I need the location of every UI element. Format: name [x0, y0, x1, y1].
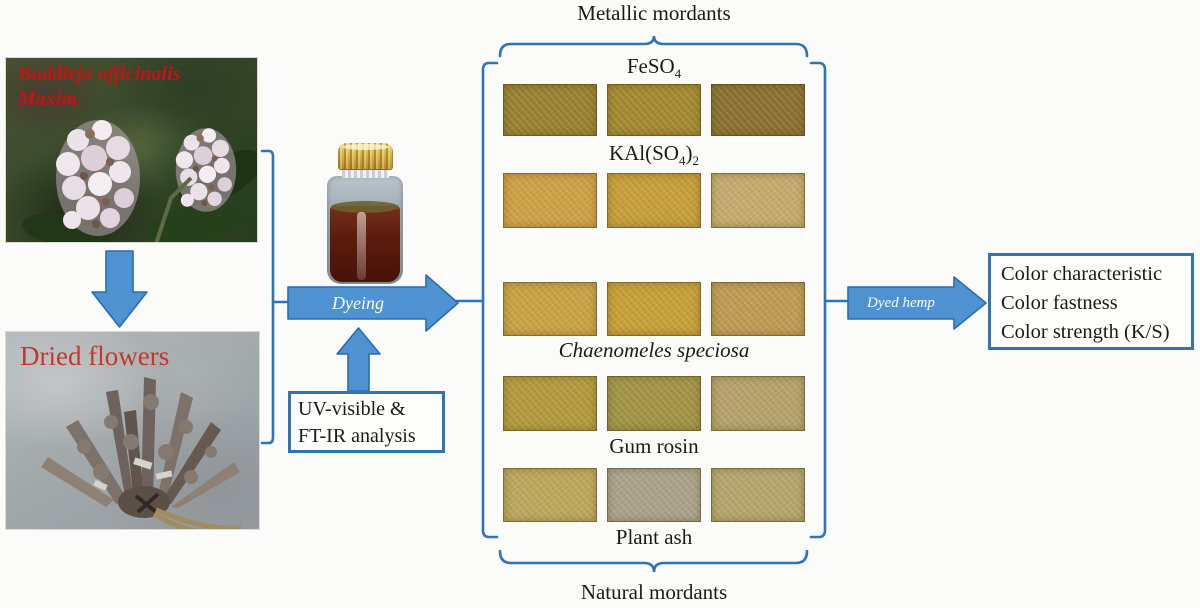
swatch-gum-rosin-2	[607, 376, 701, 431]
species-name: Buddleja officinalis	[18, 63, 181, 85]
panel-bracket-left	[481, 61, 499, 539]
panel-bracket-right	[809, 61, 827, 539]
bottle-neck	[342, 169, 389, 178]
feso4-base: FeSO	[626, 54, 675, 78]
swatch-feso4-2	[607, 84, 701, 136]
result-line-3: Color strength (K/S)	[1001, 321, 1170, 343]
fresh-flowers-caption: Buddleja officinalis Maxim.	[18, 62, 180, 112]
swatch-plant-ash-2	[607, 468, 701, 522]
natural-mordants-brace	[498, 549, 809, 573]
mordant-label-kal: KAl(SO4)2	[483, 141, 825, 169]
bottle-glass	[327, 176, 403, 284]
metallic-mordants-brace	[498, 35, 809, 58]
species-authority: Maxim.	[18, 88, 82, 110]
result-line-1: Color characteristic	[1001, 263, 1163, 285]
kal-s2: 2	[692, 153, 700, 169]
swatch-kal-2	[607, 173, 701, 228]
feso4-sub: 4	[674, 66, 682, 82]
swatch-plant-ash-3	[711, 468, 805, 522]
dye-extract-bottle	[325, 143, 405, 284]
dyed-hemp-arrow-label: Dyed hemp	[867, 294, 935, 311]
down-arrow-icon	[91, 250, 148, 328]
analysis-line-2: FT-IR analysis	[298, 425, 416, 447]
photos-bracket	[260, 149, 275, 445]
swatch-feso4-3	[711, 84, 805, 136]
result-line-2: Color fastness	[1001, 292, 1118, 314]
up-arrow-icon	[336, 327, 381, 392]
dried-flowers-photo: Dried flowers	[5, 331, 260, 530]
glass-highlight	[357, 212, 366, 280]
results-box: Color characteristic Color fastness Colo…	[988, 253, 1194, 350]
kal-p2: )	[685, 141, 693, 165]
mordant-label-gum-rosin: Gum rosin	[609, 434, 699, 458]
kal-s1: 4	[678, 153, 686, 169]
analysis-line-1: UV-visible &	[298, 398, 406, 420]
metallic-mordants-label: Metallic mordants	[577, 1, 731, 25]
kal-p1: KAl(SO	[608, 141, 679, 165]
mordant-label-feso4: FeSO4	[483, 54, 825, 82]
flower-illustration	[22, 120, 257, 242]
swatch-gum-rosin-1	[503, 376, 597, 431]
swatch-kal-1	[503, 173, 597, 228]
bottle-cap	[338, 143, 393, 169]
dried-flowers-caption: Dried flowers	[20, 341, 170, 371]
natural-mordants-label: Natural mordants	[580, 580, 728, 604]
analysis-box: UV-visible & FT-IR analysis	[288, 391, 445, 453]
swatch-chaenomeles-3	[711, 282, 805, 336]
swatch-plant-ash-1	[503, 468, 597, 522]
swatch-gum-rosin-3	[711, 376, 805, 431]
mordant-label-plant-ash: Plant ash	[615, 525, 693, 549]
mordant-label-chaenomeles: Chaenomeles speciosa	[558, 338, 750, 362]
dried-bundle-illustration	[41, 377, 242, 529]
swatch-feso4-1	[503, 84, 597, 136]
dyeing-arrow-label: Dyeing	[332, 292, 384, 313]
fresh-flowers-photo: Buddleja officinalis Maxim.	[5, 57, 258, 243]
swatch-kal-3	[711, 173, 805, 228]
liquid-surface	[331, 201, 399, 213]
swatch-chaenomeles-1	[503, 282, 597, 336]
swatch-chaenomeles-2	[607, 282, 701, 336]
